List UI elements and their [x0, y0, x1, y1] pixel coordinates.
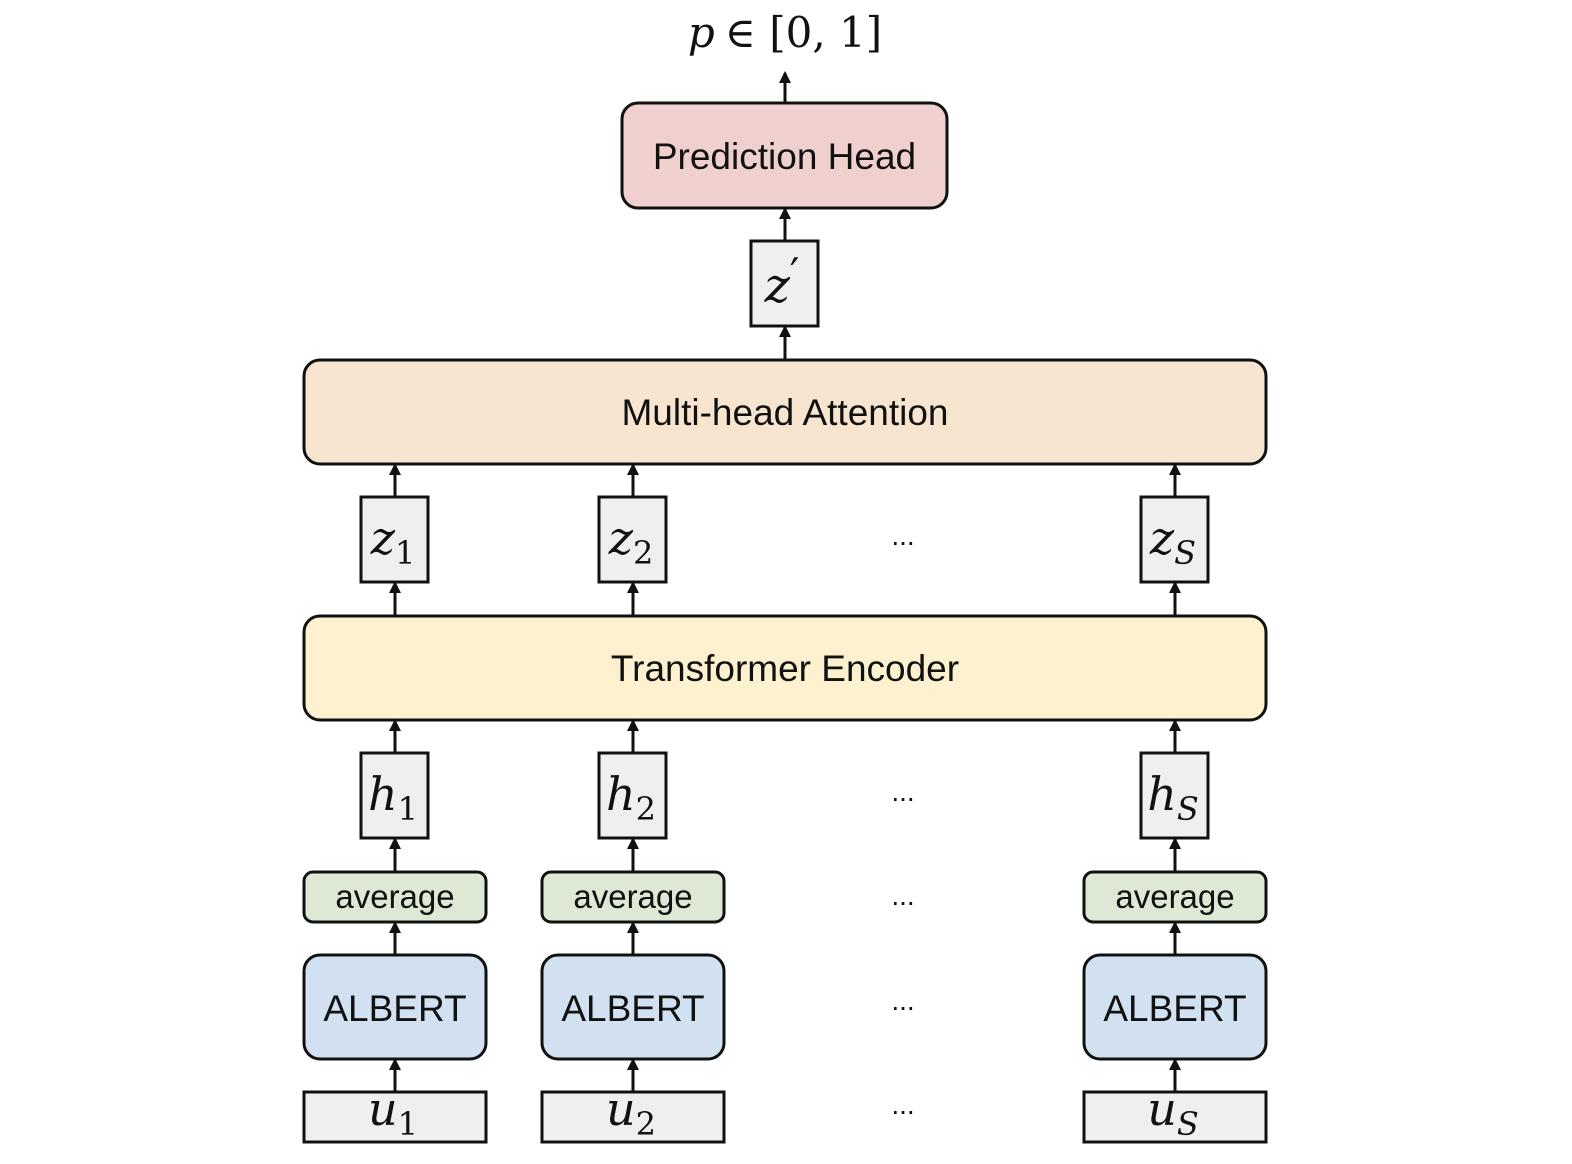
- pooled-vector-label: z′: [764, 249, 800, 314]
- ellipsis-albert-row: ...: [891, 985, 914, 1016]
- z-vector-box: [1139, 495, 1210, 584]
- column-1: z1 h1 average ALBERT u1: [302, 495, 488, 1144]
- transformer-encoder-block: Transformer Encoder: [302, 614, 1268, 722]
- z-vector-label: z1: [370, 511, 416, 572]
- albert-label: ALBERT: [561, 988, 704, 1029]
- output-label: p∈ [0, 1]: [688, 8, 882, 57]
- average-label: average: [573, 878, 692, 915]
- average-label: average: [1115, 878, 1234, 915]
- u-input-label: uS: [1147, 1082, 1199, 1143]
- u-input-label: u1: [368, 1082, 418, 1143]
- multi-head-attention-label: Multi-head Attention: [621, 392, 948, 433]
- z-vector-label: zS: [1149, 511, 1196, 572]
- transformer-encoder-label: Transformer Encoder: [611, 648, 959, 689]
- output-variable: p: [688, 8, 715, 57]
- h-vector-box: [1139, 751, 1210, 840]
- z-vector-label: z2: [608, 511, 654, 572]
- arrows: [389, 71, 1181, 1092]
- albert-label: ALBERT: [323, 988, 466, 1029]
- u-input-label: u2: [606, 1082, 656, 1143]
- albert-label: ALBERT: [1103, 988, 1246, 1029]
- h-vector-label: h2: [606, 767, 656, 828]
- u-input-box: [540, 1090, 726, 1144]
- pooled-vector-box: [749, 239, 820, 328]
- pooled-vector-block: z′: [749, 239, 820, 328]
- column-s: zS hS average ALBERT uS: [1082, 495, 1268, 1144]
- output-range: ∈ [0, 1]: [725, 8, 882, 57]
- h-vector-label: h1: [368, 767, 418, 828]
- multi-head-attention-block: Multi-head Attention: [302, 358, 1268, 466]
- ellipsis-z-row: ...: [891, 520, 914, 551]
- column-2: z2 h2 average ALBERT u2: [540, 495, 726, 1144]
- average-label: average: [335, 878, 454, 915]
- ellipsis-h-row: ...: [891, 776, 914, 807]
- ellipsis-average-row: ...: [891, 880, 914, 911]
- ellipsis-input-row: ...: [891, 1089, 914, 1120]
- prediction-head-label: Prediction Head: [653, 136, 916, 177]
- transformer-encoder-box: [302, 614, 1268, 722]
- h-vector-label: hS: [1147, 767, 1199, 828]
- z-vector-box: [359, 495, 430, 584]
- prediction-head-block: Prediction Head: [620, 101, 949, 210]
